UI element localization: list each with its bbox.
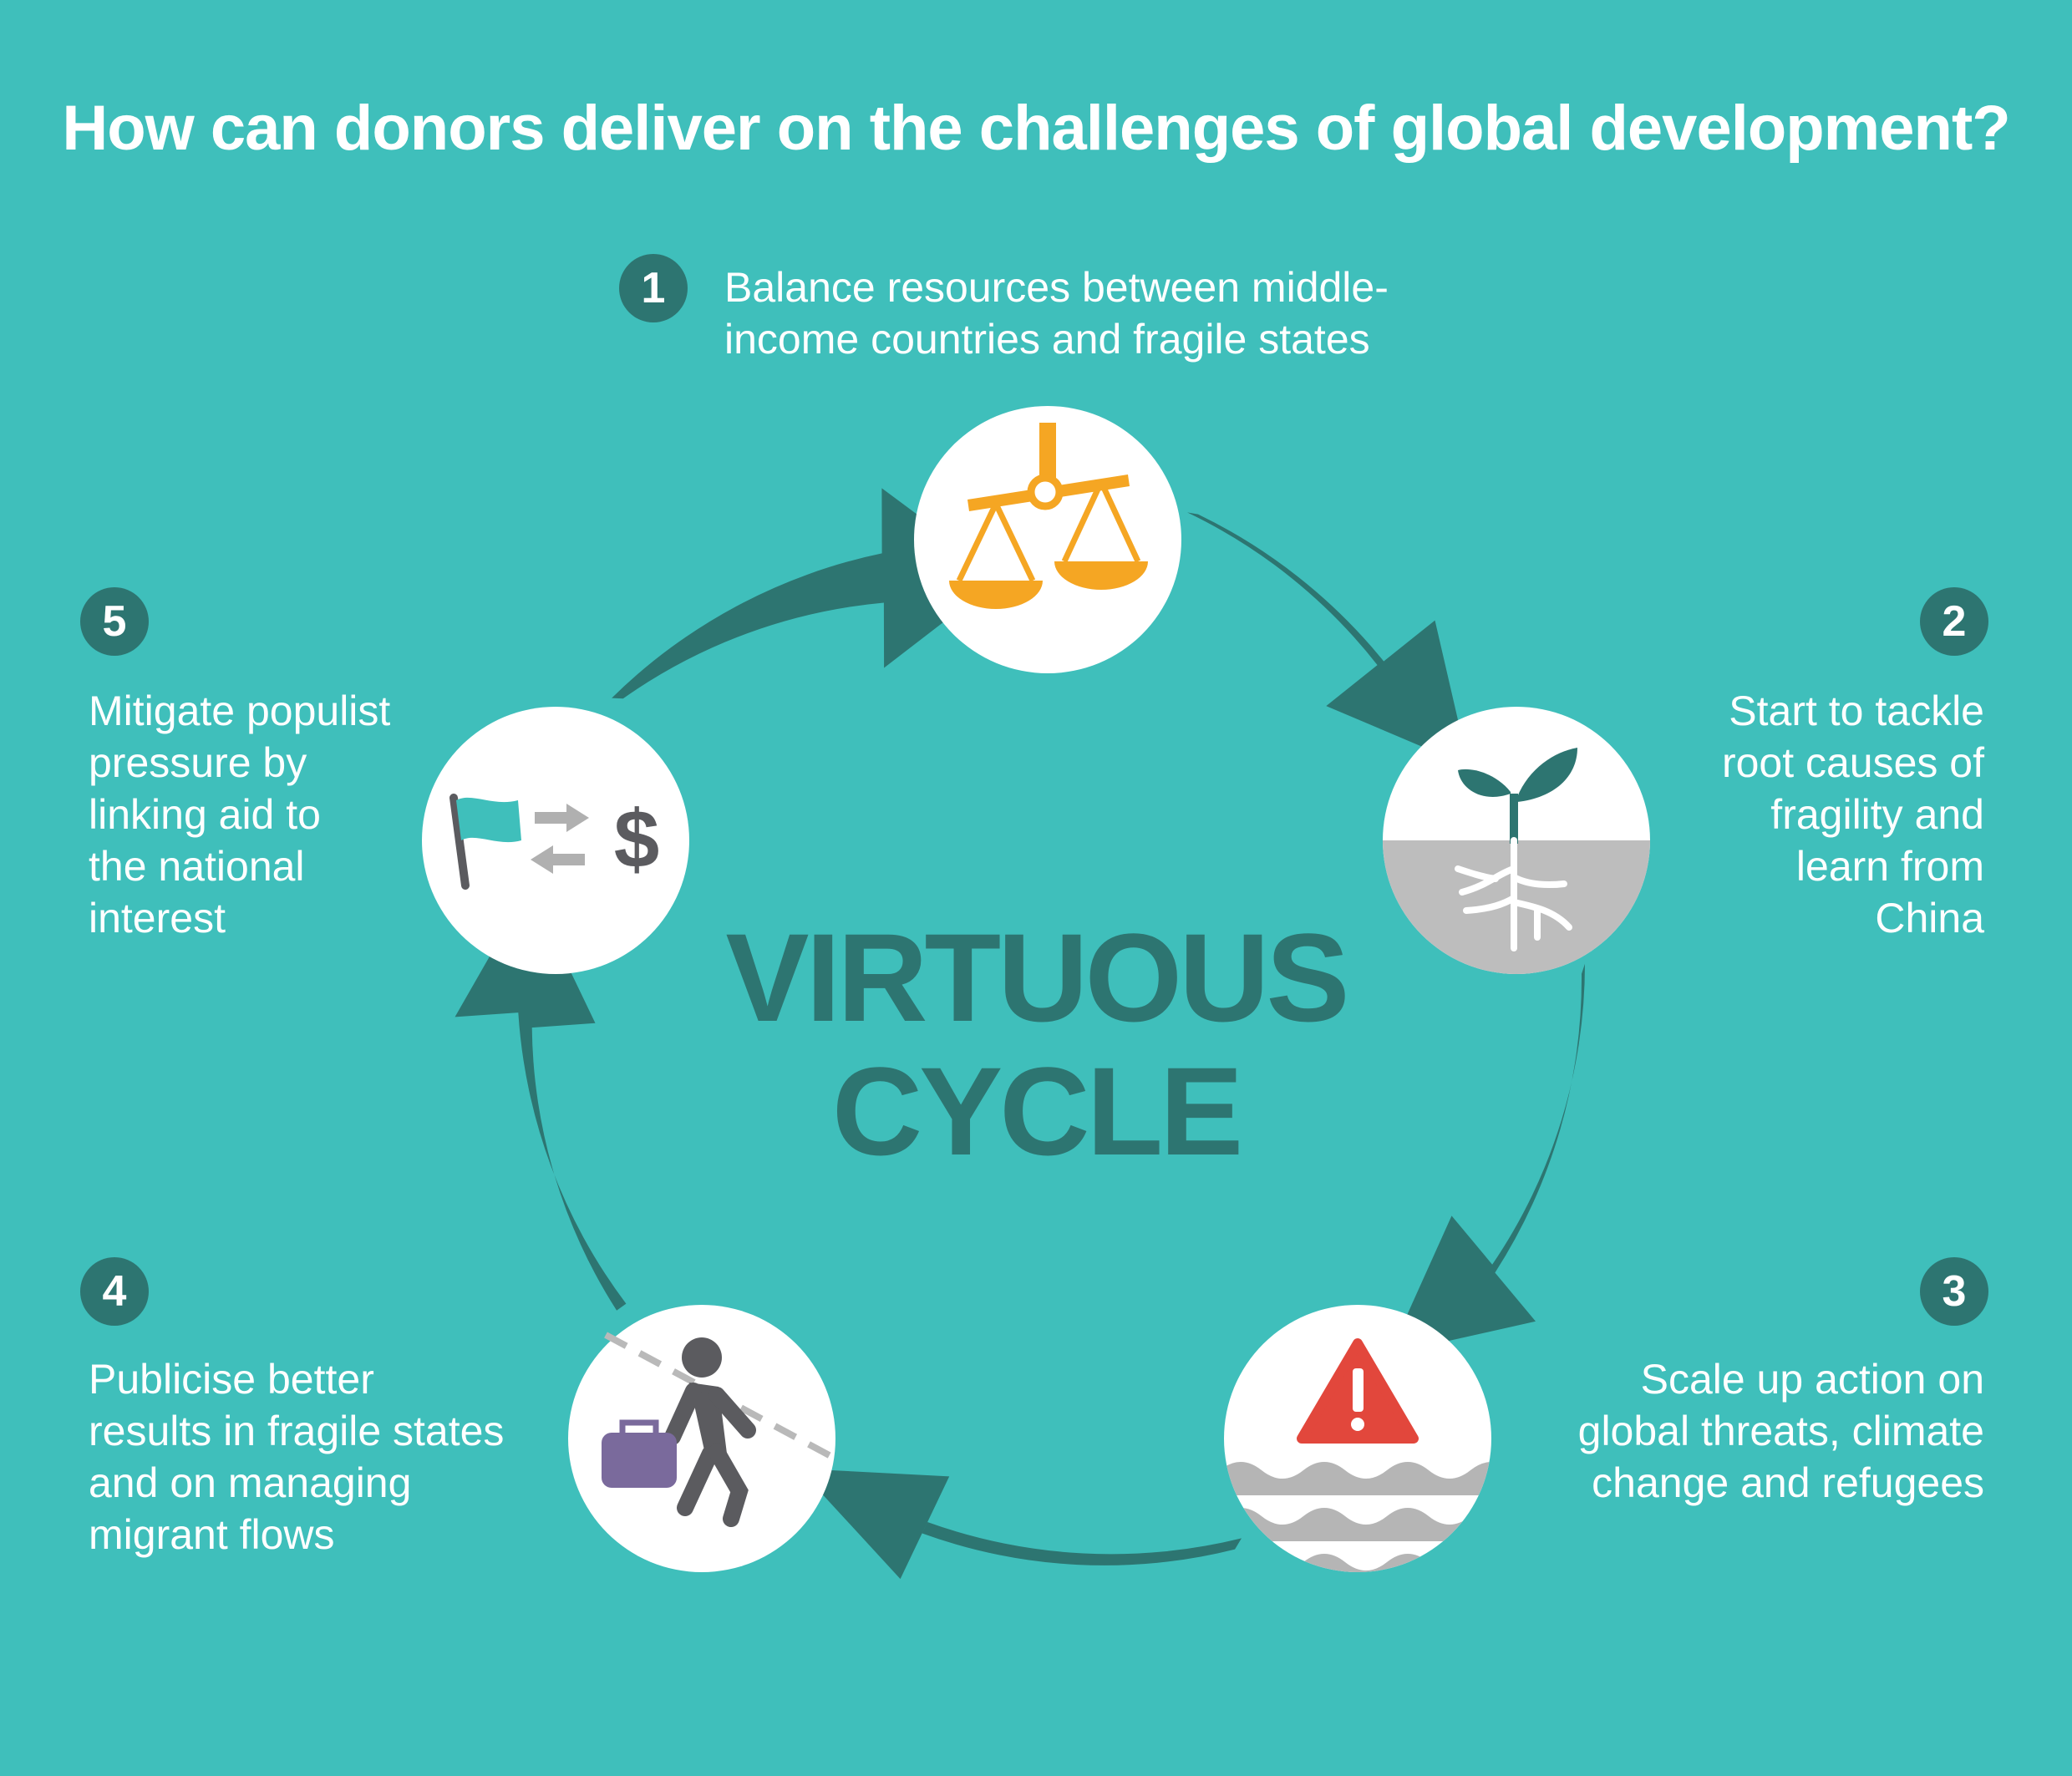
step-4-number: 4 [80, 1257, 149, 1326]
step-4-text: Publicise better results in fragile stat… [89, 1356, 505, 1558]
scales-icon [949, 423, 1148, 609]
arrow-1-to-2 [1187, 512, 1469, 767]
step-2-text: Start to tackle root causes of fragility… [1721, 688, 1984, 941]
page-title: How can donors deliver on the challenges… [62, 93, 2010, 164]
migrant-icon [602, 1332, 835, 1527]
arrow-4-to-5 [455, 886, 627, 1311]
step-3-text: Scale up action on global threats, clima… [1577, 1356, 1984, 1506]
step-3-number: 3 [1920, 1257, 1988, 1326]
arrow-3-to-4 [799, 1469, 1242, 1580]
node-5-circle [422, 707, 689, 974]
step-5-number: 5 [80, 587, 149, 656]
step-5-text: Mitigate populist pressure by linking ai… [89, 688, 391, 941]
center-label-line1: VIRTUOUS [725, 907, 1349, 1048]
step-1-number: 1 [619, 254, 688, 322]
svg-text:$: $ [614, 793, 660, 885]
step-2-number: 2 [1920, 587, 1988, 656]
arrow-5-to-1 [612, 488, 1002, 699]
arrow-2-to-3 [1389, 963, 1585, 1354]
step-1-text: Balance resources between middle- income… [724, 264, 1389, 363]
center-label-line2: CYCLE [831, 1041, 1243, 1181]
warning-flood-icon [1224, 1338, 1491, 1572]
flag-exchange-dollar-icon: $ [449, 793, 660, 890]
